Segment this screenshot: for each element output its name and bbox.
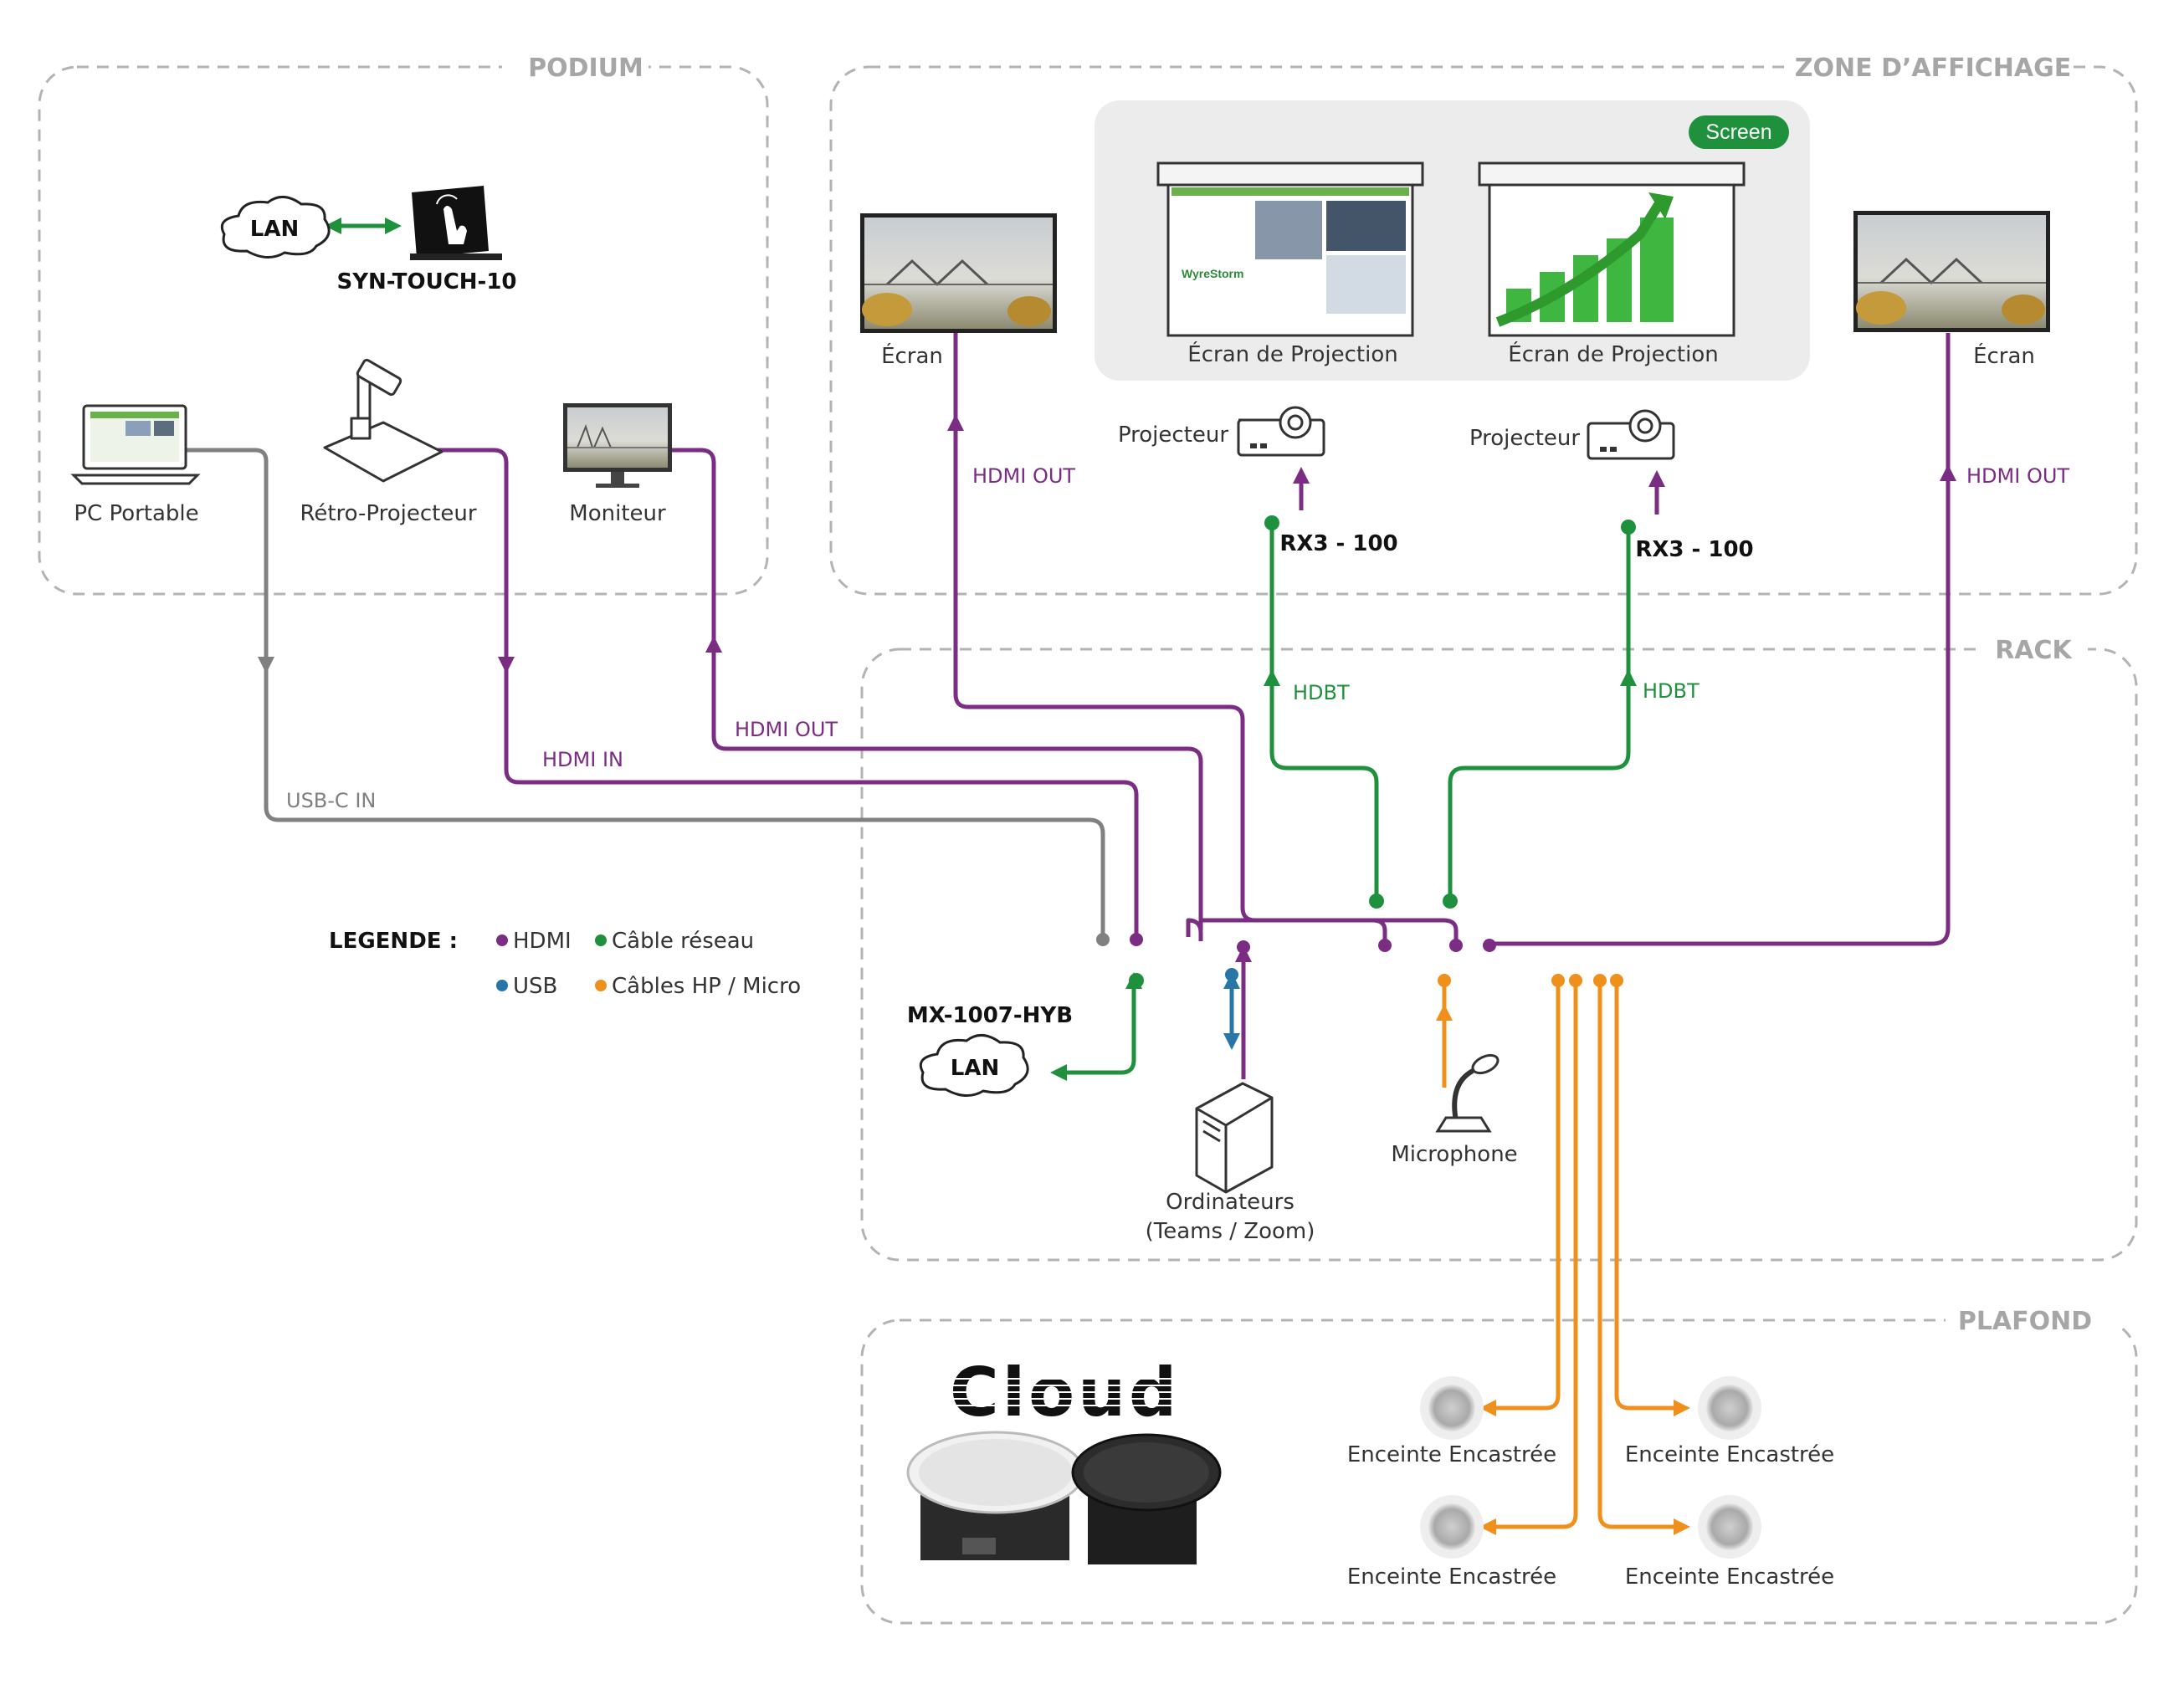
legend-hdmi-swatch [496,934,508,946]
rx-2-label: RX3 - 100 [1635,537,1753,562]
hdmi-out-monitor-label: HDMI OUT [735,718,838,741]
usbc-cable [182,448,1105,937]
computer-label-1: Ordinateurs [1166,1190,1295,1215]
ceiling-speakers-image [906,1431,1222,1564]
zone-podium: PODIUM [38,50,769,596]
hdmi-in-label: HDMI IN [542,748,623,771]
projector-1-label: Projecteur [1118,422,1228,448]
display-right-icon [1853,211,2050,332]
hdmi-node2-cable [1201,918,1459,944]
usbc-in-label: USB-C IN [286,789,376,812]
legend-usb: USB [513,974,557,999]
hdmi-out-right-label: HDMI OUT [1966,464,2069,488]
lan-rack-cloud-icon: LAN [919,1034,1029,1097]
microphone-icon [1435,1053,1500,1133]
projector-2-icon [1587,409,1675,460]
legend-title: LEGENDE : [329,929,458,954]
speaker-3-label: Enceinte Encastrée [1347,1564,1556,1590]
legend: LEGENDE : HDMI Câble réseau USB Câbles H… [329,929,801,999]
projection-screen-2-icon [1478,161,1746,337]
computer-label-2: (Teams / Zoom) [1146,1219,1315,1244]
zone-rack-title: RACK [1995,636,2073,665]
projector-2-label: Projecteur [1469,426,1580,451]
lan-cloud-icon: LAN [220,196,331,259]
monitor-icon [563,403,672,488]
screen-badge [1689,115,1789,149]
microphone-label: Microphone [1391,1142,1517,1167]
matrix-ports [1096,515,1636,988]
lan-top-label: LAN [250,217,299,242]
zone-affichage: ZONE D’AFFICHAGE [829,50,2138,596]
proj-screen-1-label: Écran de Projection [1187,341,1397,367]
projector-1-icon [1237,406,1325,457]
cloud-brand-logo: Cloud [946,1354,1180,1431]
document-camera-icon [323,358,443,483]
speaker-4-label: Enceinte Encastrée [1625,1564,1834,1590]
proj-screen-2-label: Écran de Projection [1508,341,1718,367]
zone-plafond: PLAFOND [860,1303,2138,1625]
projection-screen-1-icon: WyreStorm [1156,161,1424,337]
hdbt-2-label: HDBT [1643,679,1700,703]
display-left-icon [860,213,1057,333]
speaker-4-icon [1698,1495,1761,1559]
legend-network-swatch [595,934,607,946]
zone-rack: RACK [860,632,2138,1262]
hdmi-screen-left-cable [953,311,1387,944]
legend-network: Câble réseau [612,929,754,954]
screen-left-label: Écran [881,342,943,369]
zone-plafond-title: PLAFOND [1958,1307,2092,1336]
hdbt-2-cable [1448,527,1631,899]
hdmi-screen-right-cable [1489,333,1951,946]
hdmi-monitor-cable [671,448,1203,941]
speaker-1-cable [1479,981,1561,1416]
zone-podium-title: PODIUM [528,54,643,83]
rx-1-label: RX3 - 100 [1279,531,1397,556]
speaker-1-icon [1420,1376,1484,1440]
touch-label: SYN-TOUCH-10 [336,269,516,294]
legend-audio: Câbles HP / Micro [612,974,801,999]
computer-tower-icon [1195,1082,1274,1194]
matrix-label: MX-1007-HYB [907,1003,1073,1028]
hdmi-out-left-label: HDMI OUT [972,464,1075,488]
screen-right-label: Écran [1973,342,2035,369]
hdbt-1-cable [1269,523,1379,899]
hdbt-1-label: HDBT [1293,681,1350,704]
laptop-icon [70,404,201,485]
hdmi-in-cable [438,448,1139,937]
speaker-3-icon [1420,1495,1484,1559]
lan-rack-label: LAN [951,1056,999,1081]
speaker-2-icon [1698,1376,1761,1440]
legend-usb-swatch [496,980,508,991]
screen-badge-label: Screen [1705,120,1771,144]
lan-matrix-cable [1050,972,1142,1081]
speaker-1-label: Enceinte Encastrée [1347,1442,1556,1467]
speaker-3-cable [1479,981,1578,1535]
legend-audio-swatch [595,980,607,991]
pc-label: PC Portable [74,501,198,526]
legend-hdmi: HDMI [513,929,572,954]
speaker-2-label: Enceinte Encastrée [1625,1442,1834,1467]
retro-label: Rétro-Projecteur [300,501,476,526]
speaker-4-cable [1597,981,1690,1535]
monitor-label: Moniteur [569,501,666,526]
speaker-2-cable [1614,981,1690,1416]
zone-affichage-title: ZONE D’AFFICHAGE [1795,54,2071,83]
svg-text:WyreStorm: WyreStorm [1182,267,1243,280]
touch-panel-icon [410,186,502,260]
